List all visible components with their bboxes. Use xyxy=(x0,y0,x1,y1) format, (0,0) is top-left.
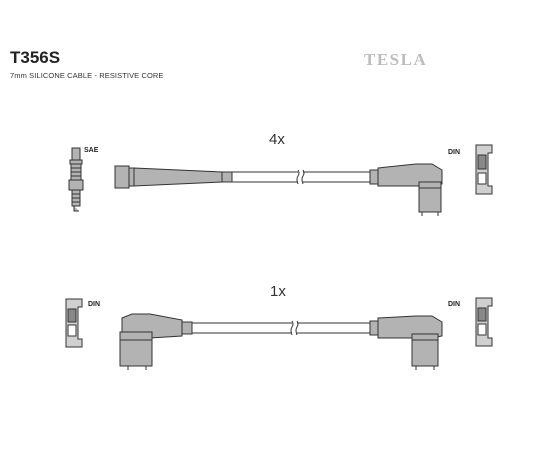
angled-boot-icon xyxy=(369,315,443,370)
cable-set-2 xyxy=(119,313,443,370)
cable-description: 7mm SILICONE CABLE - RESISTIVE CORE xyxy=(10,71,164,80)
part-number: T356S xyxy=(10,48,61,67)
straight-boot-icon xyxy=(114,165,233,189)
angled-boot-icon xyxy=(119,313,193,370)
din-terminal-icon xyxy=(475,297,493,347)
din-terminal-icon xyxy=(65,298,83,348)
angled-boot-icon xyxy=(369,163,443,216)
din-terminal-icon xyxy=(475,144,493,195)
cable-set-2-left-connector-label: DIN xyxy=(88,301,101,308)
cable-set-2-quantity: 1x xyxy=(270,283,286,300)
cable-set-1-right-connector-label: DIN xyxy=(448,149,461,156)
cable-set-2-right-connector-label: DIN xyxy=(448,301,461,308)
spark-plug-icon xyxy=(68,147,84,212)
cable-set-1-left-connector-label: SAE xyxy=(84,147,99,154)
cable-set-1-quantity: 4x xyxy=(269,131,285,148)
cable-set-1 xyxy=(114,163,443,216)
brand-logo: TESLA xyxy=(364,50,428,69)
